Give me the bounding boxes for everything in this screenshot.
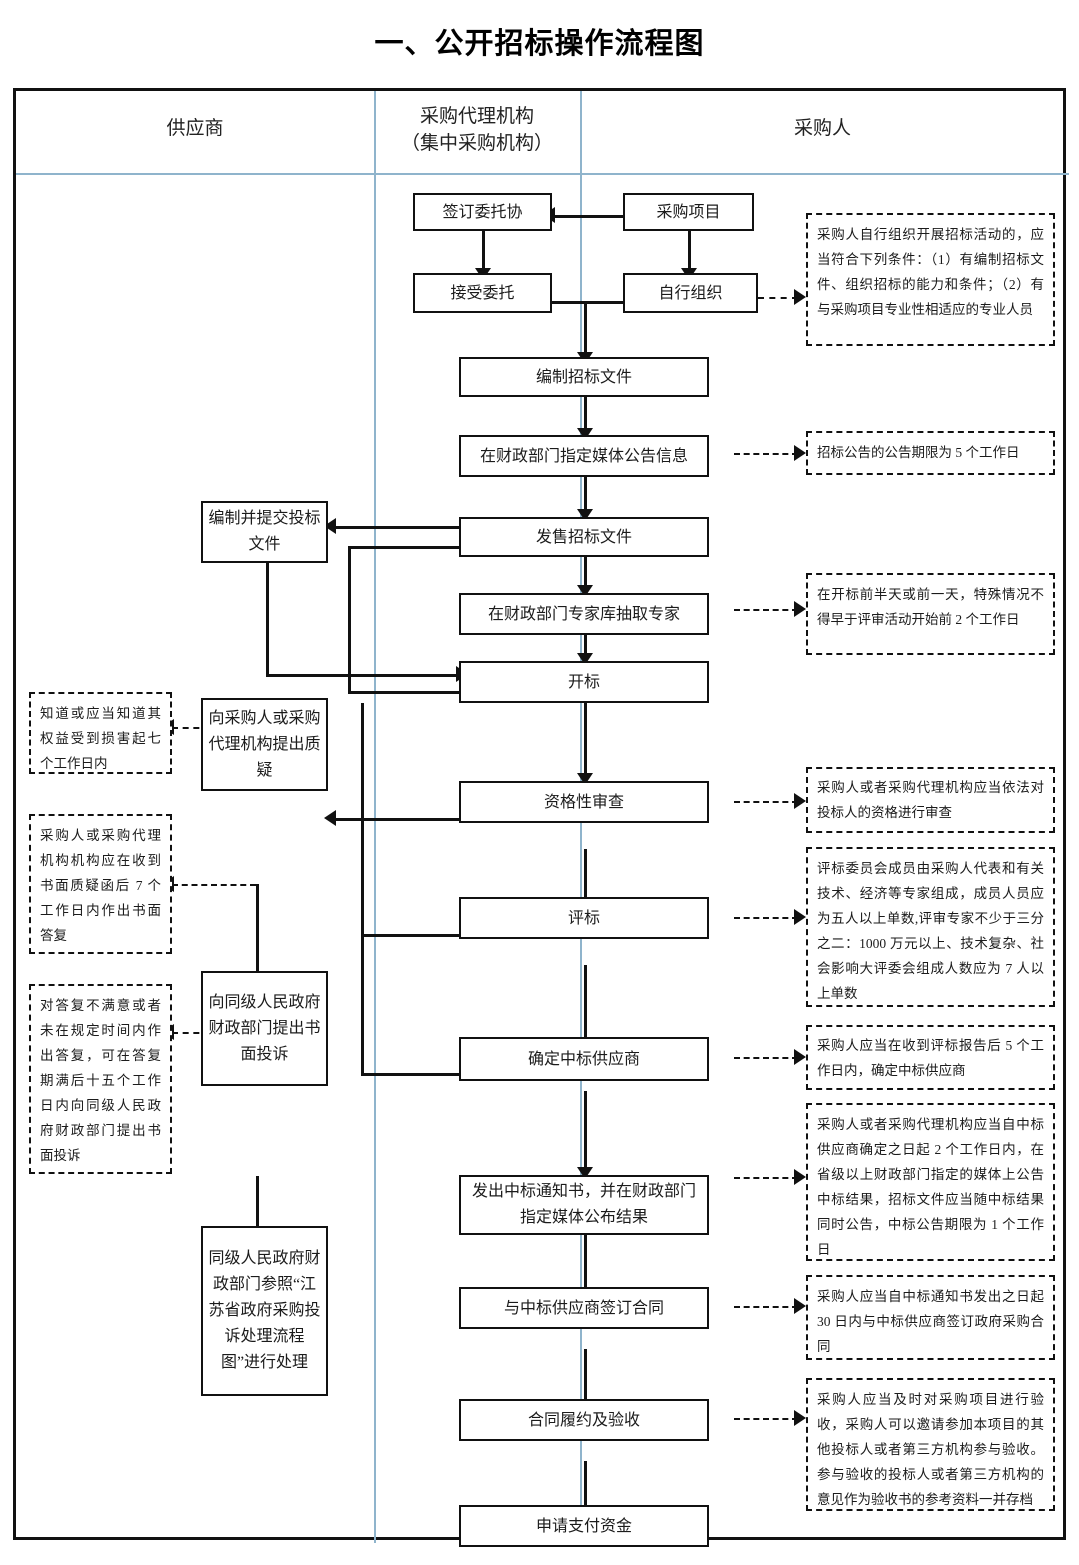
box-apply-payment[interactable]: 申请支付资金 [459,1505,709,1547]
box-self-organize[interactable]: 自行组织 [623,273,758,313]
box-draw-experts[interactable]: 在财政部门专家库抽取专家 [459,593,709,635]
lane-header-purchaser-label: 采购人 [793,118,851,139]
lane-header-divider [16,173,1069,175]
connector-open-to-qualification [584,703,587,781]
dashed-determine-note [734,1057,798,1059]
connector-qualification-to-evaluate [584,849,587,929]
box-sign-entrust[interactable]: 签订委托协 [413,193,552,231]
connector-issue-branch-h [348,546,466,549]
page-title: 一、公开招标操作流程图 [374,28,705,60]
note-query-reply: 采购人或采购代理机构机构应在收到书面质疑函后 7 个工作日内作出书面答复 [29,814,172,954]
box-purchase-project[interactable]: 采购项目 [623,193,754,231]
box-raise-query[interactable]: 向采购人或采购代理机构提出质疑 [201,698,328,791]
arrow-open-to-query [324,810,336,826]
connector-issue-to-supplier [334,526,466,529]
box-file-complaint[interactable]: 向同级人民政府财政部门提出书面投诉 [201,971,328,1086]
dashed-notice-note [734,1177,798,1179]
box-determine-winner[interactable]: 确定中标供应商 [459,1037,709,1081]
arrow-determine-note [794,1049,806,1065]
box-accept-entrust[interactable]: 接受委托 [413,273,552,313]
connector-determine-to-notice [584,1091,587,1175]
connector-issue-to-experts [584,557,587,593]
note-contract: 采购人应当自中标通知书发出之日起 30 日内与中标供应商签订政府采购合同 [806,1275,1055,1360]
connector-spine-evaluate-determine [361,934,364,1073]
box-prepare-docs[interactable]: 编制招标文件 [459,357,709,397]
dashed-experts-note [734,609,798,611]
note-query-deadline: 知道或应当知道其权益受到损害起七个工作日内 [29,692,172,774]
connector-acceptance-to-payment [584,1461,587,1527]
box-issue-notice[interactable]: 发出中标通知书，并在财政部门指定媒体公布结果 [459,1175,709,1235]
connector-qualification-left-stub [361,818,466,821]
dashed-qualification-note [734,801,798,803]
connector-join-down [584,301,587,357]
connector-issue-branch-v [348,546,351,693]
dashed-complaint-note [172,1032,210,1034]
note-complaint: 对答复不满意或者未在规定时间内作出答复，可在答复期满后十五个工作日内向同级人民政… [29,984,172,1174]
note-determine: 采购人应当在收到评标报告后 5 个工作日内，确定中标供应商 [806,1025,1055,1090]
dashed-query-reply-note [172,884,256,886]
note-evaluate: 评标委员会成员由采购人代表和有关技术、经济等专家组成，成员人员应为五人以上单数,… [806,847,1055,1007]
connector-spine-query-evaluate [361,818,364,934]
arrow-experts-note [794,601,806,617]
dashed-announce-note [734,453,798,455]
connector-contract-to-acceptance [584,1349,587,1421]
note-notice: 采购人或者采购代理机构应当自中标供应商确定之日起 2 个工作日内，在省级以上财政… [806,1103,1055,1261]
dashed-self-organize-note [758,297,798,299]
arrow-notice-note [794,1169,806,1185]
connector-notice-to-contract [584,1235,587,1309]
box-handle-complaint[interactable]: 同级人民政府财政部门参照“江苏省政府采购投诉处理流程图”进行处理 [201,1226,328,1396]
connector-bid-docs-down [266,563,269,676]
connector-join-horizontal [546,301,688,304]
arrow-contract-note [794,1298,806,1314]
dashed-acceptance-note [734,1418,798,1420]
arrow-evaluate-note [794,909,806,925]
note-qualification: 采购人或者采购代理机构应当依法对投标人的资格进行审查 [806,767,1055,833]
arrow-announce-note [794,445,806,461]
lane-header-purchaser: 采购人 [580,115,1065,142]
dashed-contract-note [734,1306,798,1308]
arrow-acceptance-note [794,1410,806,1426]
dashed-query-deadline-note [172,727,210,729]
arrow-self-organize-note [794,289,806,305]
connector-issue-branch-to-open [348,691,466,694]
lane-header-agency-label: 采购代理机构 [419,106,534,127]
box-announce-media[interactable]: 在财政部门指定媒体公告信息 [459,435,709,477]
lane-header-agency: 采购代理机构 （集中采购机构） [374,103,580,157]
connector-bid-docs-right [266,674,466,677]
dashed-evaluate-note [734,917,798,919]
connector-determine-left-stub [361,1073,466,1076]
connector-project-to-sign [552,215,638,218]
connector-project-to-self [688,231,691,273]
box-issue-docs[interactable]: 发售招标文件 [459,517,709,557]
box-sign-contract[interactable]: 与中标供应商签订合同 [459,1287,709,1329]
box-perform-acceptance[interactable]: 合同履约及验收 [459,1399,709,1441]
note-experts: 在开标前半天或前一天，特殊情况不得早于评审活动开始前 2 个工作日 [806,573,1055,655]
connector-sign-to-accept [482,231,485,273]
note-self-organize: 采购人自行组织开展招标活动的，应当符合下列条件：（1）有编制招标文件、组织招标的… [806,213,1055,346]
arrow-qualification-note [794,793,806,809]
flowchart-frame: 供应商 采购代理机构 （集中采购机构） 采购人 [13,88,1069,1547]
connector-experts-to-open [584,625,587,661]
lane-header-supplier: 供应商 [16,115,374,142]
note-announce: 招标公告的公告期限为 5 个工作日 [806,431,1055,475]
connector-open-to-query-h [334,818,363,821]
connector-open-to-query-v [361,703,364,820]
box-qualification[interactable]: 资格性审查 [459,781,709,823]
lane-header-supplier-label: 供应商 [166,118,224,139]
box-prepare-bid-docs[interactable]: 编制并提交投标文件 [201,501,328,563]
connector-announce-to-issue [584,477,587,517]
note-acceptance: 采购人应当及时对采购项目进行验收，采购人可以邀请参加本项目的其他投标人或者第三方… [806,1378,1055,1511]
box-open-bid[interactable]: 开标 [459,661,709,703]
box-evaluate[interactable]: 评标 [459,897,709,939]
connector-prepare-to-announce [584,397,587,435]
connector-evaluate-left-stub [361,934,466,937]
lane-header-agency-sublabel: （集中采购机构） [400,133,553,154]
lane-divider-1 [374,91,376,1543]
connector-evaluate-to-determine [584,965,587,1051]
